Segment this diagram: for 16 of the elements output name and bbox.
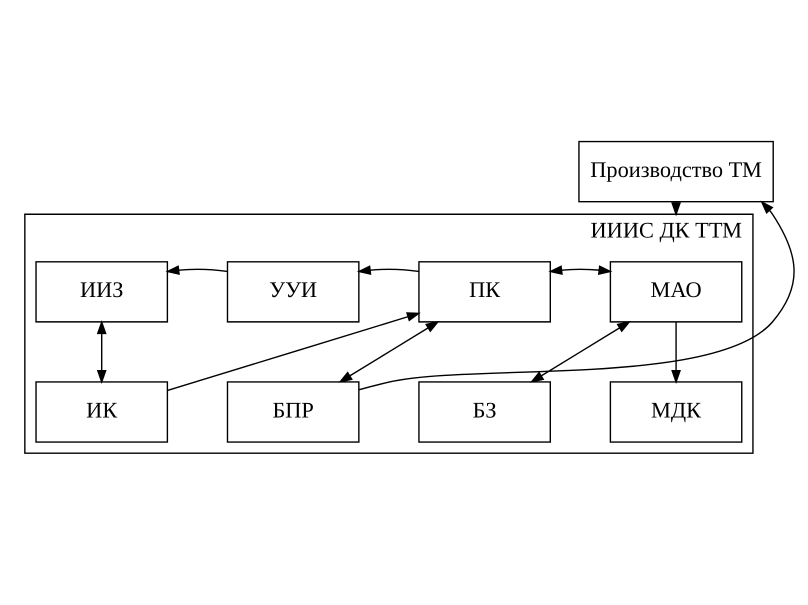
- arrow: [548, 264, 612, 274]
- node-box: МАО: [610, 260, 742, 322]
- arrow: [168, 312, 421, 390]
- arrow: [671, 322, 681, 384]
- node-box: ПК: [418, 260, 551, 322]
- arrow: [530, 320, 632, 382]
- node-box: БЗ: [418, 380, 551, 442]
- node-box: БПР: [226, 380, 360, 442]
- arrow: [165, 264, 228, 274]
- arrow: [96, 320, 107, 384]
- node-box: ИИЗ: [35, 260, 168, 322]
- node-box: МДК: [610, 380, 742, 442]
- arrow: [338, 320, 440, 382]
- node-box: УУИ: [226, 260, 360, 322]
- node-box: ИК: [35, 380, 168, 442]
- arrow: [356, 264, 419, 274]
